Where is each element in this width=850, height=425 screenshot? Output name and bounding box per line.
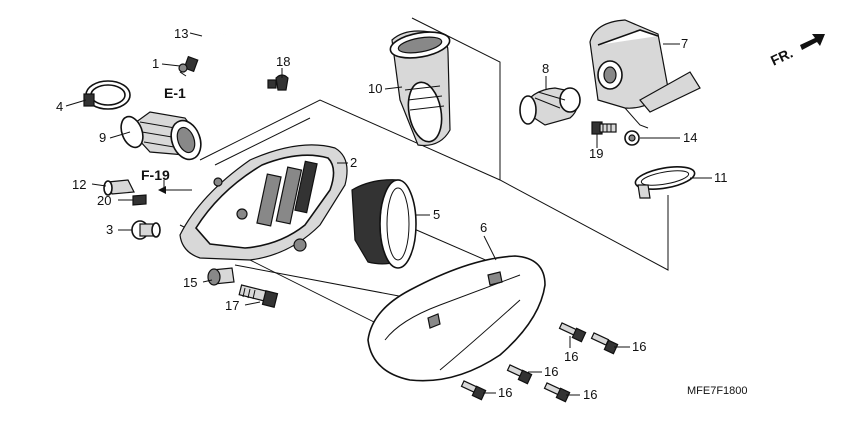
ref-e1: E-1 — [164, 85, 186, 101]
label-16-c: 16 — [544, 364, 558, 379]
label-20: 20 — [97, 193, 111, 208]
label-11: 11 — [714, 170, 728, 185]
label-7: 7 — [681, 36, 688, 51]
label-13: 13 — [174, 26, 188, 41]
front-arrow — [800, 34, 825, 50]
label-3: 3 — [106, 222, 113, 237]
part-16-bolt-d — [460, 380, 487, 401]
label-6: 6 — [480, 220, 487, 235]
part-6-cover — [367, 255, 546, 382]
label-16-e: 16 — [583, 387, 597, 402]
label-5: 5 — [433, 207, 440, 222]
ref-f19: F-19 — [141, 167, 170, 183]
part-16-bolt-a — [558, 322, 587, 343]
label-8: 8 — [542, 61, 549, 76]
part-14-nut — [624, 130, 640, 146]
front-label: FR. — [768, 45, 795, 69]
part-15-collar — [207, 267, 235, 286]
part-12-drain-plug — [103, 179, 135, 196]
label-10: 10 — [368, 81, 382, 96]
label-2: 2 — [350, 155, 357, 170]
label-18: 18 — [276, 54, 290, 69]
label-4: 4 — [56, 99, 63, 114]
diagram-code: MFE7F1800 — [687, 385, 748, 397]
label-16-b: 16 — [632, 339, 646, 354]
part-8-elbow-hose — [519, 87, 581, 126]
label-19: 19 — [589, 146, 603, 161]
part-20-clip — [132, 194, 147, 206]
label-9: 9 — [99, 130, 106, 145]
part-7-air-box-cover — [589, 19, 701, 129]
part-3-grommet — [131, 220, 161, 240]
part-16-bolt-c — [506, 364, 533, 385]
part-4-clamp-band — [83, 80, 131, 110]
label-12: 12 — [72, 177, 86, 192]
label-16-d: 16 — [498, 385, 512, 400]
label-17: 17 — [225, 298, 239, 313]
part-5-filter-element — [351, 179, 417, 269]
part-11-seal-ring — [634, 166, 696, 199]
f19-arrow — [158, 186, 192, 194]
part-16-bolt-e — [543, 382, 571, 403]
leader-lines — [65, 32, 712, 396]
part-19-bolt — [591, 121, 617, 135]
part-17-bolt — [238, 284, 279, 308]
part-10-intake-duct — [389, 30, 451, 147]
label-14: 14 — [683, 130, 697, 145]
label-16-a: 16 — [564, 349, 578, 364]
part-13-breather-tube — [183, 31, 277, 89]
part-1-clip — [178, 63, 188, 77]
part-18-clip — [275, 74, 289, 91]
part-2-air-cleaner-housing — [179, 144, 348, 261]
part-16-bolt-b — [590, 332, 619, 355]
label-15: 15 — [183, 275, 197, 290]
label-1: 1 — [152, 56, 159, 71]
part-9-connecting-tube — [120, 111, 202, 161]
